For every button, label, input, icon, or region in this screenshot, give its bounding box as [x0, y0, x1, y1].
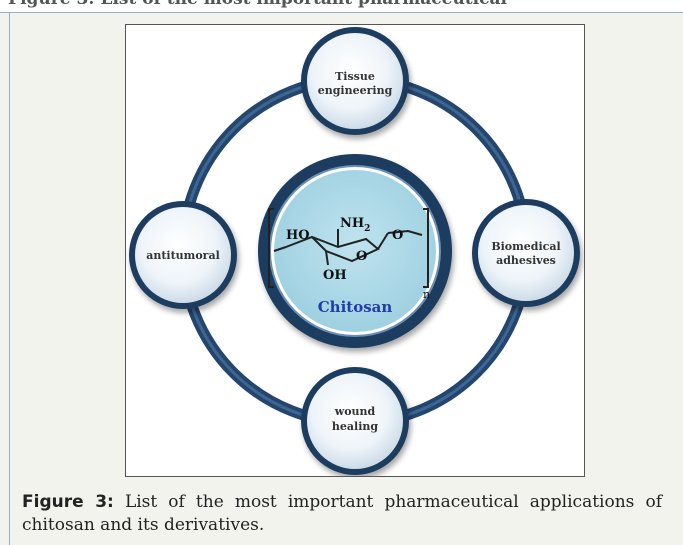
figure-caption: Figure 3: List of the most important pha… [22, 491, 662, 537]
link-oxygen-label: O [392, 228, 403, 243]
node-biomedical-adhesives [472, 199, 580, 307]
node-top-line2: engineering [318, 84, 393, 97]
node-antitumoral [129, 201, 237, 309]
node-top-line1: Tissue [335, 70, 375, 83]
chitosan-diagram: NH2 HO O O OH n Chitosan Tissue engineer… [129, 27, 580, 475]
ho-label: HO [286, 228, 310, 243]
node-left-line1: antitumoral [146, 249, 220, 262]
node-bottom-line2: healing [332, 420, 378, 433]
left-border [9, 12, 10, 545]
repeat-n-label: n [423, 288, 430, 301]
clipped-heading-text: Figure 3: List of the most important pha… [8, 0, 507, 9]
nh2-label: NH2 [340, 216, 370, 234]
ring-oxygen-label: O [356, 249, 367, 264]
node-tissue-engineering [301, 27, 409, 135]
figure-frame: NH2 HO O O OH n Chitosan Tissue engineer… [125, 24, 585, 477]
node-right-line1: Biomedical [491, 240, 560, 253]
clipped-heading: Figure 3: List of the most important pha… [0, 0, 683, 12]
caption-text: List of the most important pharmaceutica… [22, 492, 663, 535]
center-node [258, 154, 452, 348]
node-right-line2: adhesives [496, 254, 556, 267]
top-divider [0, 12, 683, 13]
node-bottom-line1: wound [334, 405, 376, 418]
oh-label: OH [323, 268, 347, 283]
center-label: Chitosan [318, 298, 393, 316]
structure-labels: NH2 HO O O OH n [286, 216, 430, 301]
node-wound-healing [301, 367, 409, 475]
caption-label: Figure 3: [22, 492, 114, 512]
chitosan-structure [268, 208, 429, 288]
